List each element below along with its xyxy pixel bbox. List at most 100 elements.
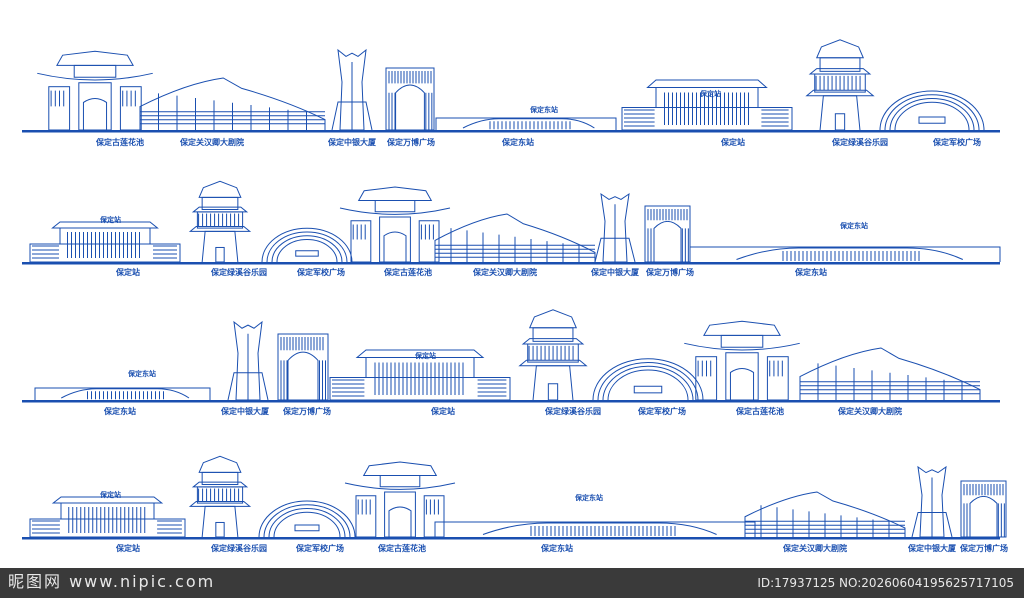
row1-label-guanhanqing: 保定关汉卿大剧院: [180, 138, 244, 147]
row4-label-guanhanqing: 保定关汉卿大剧院: [783, 544, 847, 553]
station-body: [29, 518, 186, 538]
row1-label-lvxigu: 保定绿溪谷乐园: [832, 138, 888, 147]
pavilion-base: [201, 230, 239, 263]
east-station-frame: [689, 246, 1001, 262]
row4-label-junxiao: 保定军校广场: [296, 544, 344, 553]
pavilion-upper: [201, 196, 239, 211]
pavilion-upper: [532, 327, 574, 342]
row3-label-junxiao: 保定军校广场: [638, 407, 686, 416]
theatre-shell: [139, 77, 326, 130]
dome-arc: [276, 239, 338, 263]
dome-arc: [266, 231, 348, 263]
arch-opening: [969, 495, 998, 537]
ground-line: [22, 130, 1000, 133]
building-sign: 保定站: [699, 89, 721, 98]
building-sign: 保定东站: [127, 369, 156, 378]
pavilion-mid: [196, 211, 244, 229]
pavilion-low-roof: [805, 89, 875, 97]
station-hall: [365, 357, 475, 378]
row4-label-dongzhan: 保定东站: [541, 544, 573, 553]
pavilion-mid: [527, 343, 579, 363]
dome-arc: [258, 500, 356, 538]
row2-label-zhongyin: 保定中银大厦: [591, 268, 639, 277]
east-station-hall: [462, 118, 595, 129]
gate-top-roof: [362, 461, 438, 476]
gate-center: [78, 82, 112, 131]
arch-frame: [385, 67, 435, 131]
tower-body: [600, 192, 630, 263]
row3-label-dongzhan: 保定东站: [104, 407, 136, 416]
dome-arc: [261, 227, 353, 263]
pavilion-low-roof: [188, 225, 252, 232]
row4-label-wanbo: 保定万博广场: [960, 544, 1008, 553]
row2-label-dongzhan: 保定东站: [795, 268, 827, 277]
east-station-frame: [34, 387, 211, 400]
pavilion-upper: [201, 471, 239, 486]
arch-opening: [395, 84, 425, 130]
gate-roof: [37, 72, 153, 81]
station-roof: [51, 221, 159, 229]
dome-plaque: [295, 250, 319, 257]
ground-line: [22, 537, 1000, 540]
dome-plaque: [633, 385, 663, 394]
pavilion-low-roof: [188, 500, 252, 507]
watermark-logo-text: 昵图网 www.nipic.com: [8, 572, 216, 591]
pavilion-top-roof: [815, 39, 865, 59]
theatre-shell: [799, 347, 981, 400]
gate-left: [695, 356, 718, 401]
tower-base: [594, 237, 636, 263]
pavilion-door: [834, 113, 846, 131]
watermark-id-text: ID:17937125 NO:20260604195625717105: [757, 576, 1014, 590]
dome-arc: [273, 511, 341, 538]
station-body: [29, 243, 181, 263]
pavilion-mid: [196, 486, 244, 504]
row2-label-junxiao: 保定军校广场: [297, 268, 345, 277]
dome-arc: [592, 358, 704, 401]
dome-arc: [884, 94, 980, 131]
pavilion-low-roof: [518, 359, 588, 367]
building-sign: 保定东站: [839, 221, 868, 230]
row3-label-lianhuachi: 保定古莲花池: [736, 407, 784, 416]
gate-center: [384, 491, 416, 538]
dome-arc: [607, 369, 689, 401]
building-sign: 保定站: [414, 351, 436, 360]
gate-center: [725, 352, 759, 401]
station-body: [329, 377, 511, 401]
gate-top-roof: [703, 320, 781, 336]
pavilion-door: [547, 383, 559, 401]
row2-label-lianhuachi: 保定古莲花池: [384, 268, 432, 277]
gate-roof: [684, 342, 800, 351]
gate-arch: [82, 98, 108, 130]
gate-left: [350, 220, 372, 263]
ground-line: [22, 262, 1000, 265]
station-body: [621, 107, 793, 131]
theatre-shell: [744, 491, 906, 537]
gate-left: [48, 86, 71, 131]
dome-arc: [879, 90, 985, 131]
tower-body: [337, 48, 367, 131]
row1-label-lianhuachi: 保定古莲花池: [96, 138, 144, 147]
gate-right: [418, 220, 440, 263]
row4-label-zhan: 保定站: [116, 544, 140, 553]
row3-label-guanhanqing: 保定关汉卿大剧院: [838, 407, 902, 416]
gate-center: [379, 216, 411, 263]
arch-frame: [644, 205, 691, 263]
dome-arc: [889, 98, 975, 131]
gate-right: [119, 86, 142, 131]
dome-arc: [268, 508, 346, 538]
pavilion-door: [215, 246, 225, 263]
gate-right: [766, 356, 789, 401]
row1-label-wanbo: 保定万博广场: [387, 138, 435, 147]
row2-label-wanbo: 保定万博广场: [646, 268, 694, 277]
row3-label-wanbo: 保定万博广场: [283, 407, 331, 416]
row2-label-guanhanqing: 保定关汉卿大剧院: [473, 268, 537, 277]
building-sign: 保定东站: [529, 105, 558, 114]
row4-label-lianhuachi: 保定古莲花池: [378, 544, 426, 553]
row4-label-lvxigu: 保定绿溪谷乐园: [211, 544, 267, 553]
pavilion-top-roof: [198, 455, 242, 473]
dome-arc: [894, 101, 970, 131]
arch-opening: [653, 220, 682, 262]
gate-plaque: [379, 475, 421, 488]
pavilion-base: [201, 505, 239, 538]
